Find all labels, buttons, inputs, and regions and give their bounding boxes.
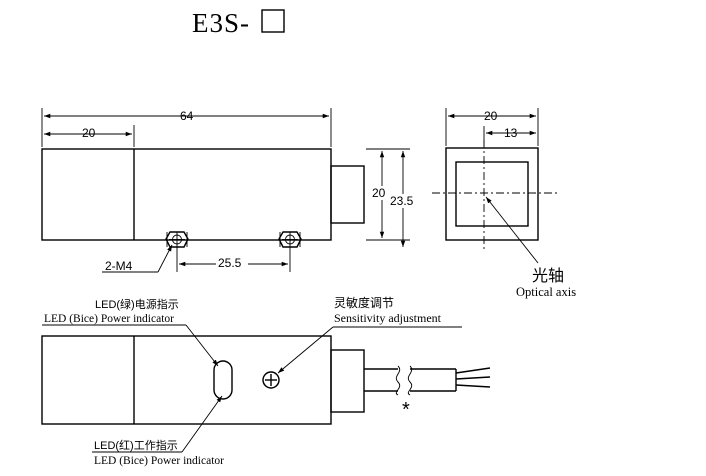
dim-head-length: 20: [82, 126, 96, 140]
top-body: [41, 335, 332, 425]
top-cable-cap: [330, 349, 365, 413]
sensitivity-screw: [262, 371, 280, 389]
cable-mark: *: [402, 399, 410, 421]
mount-hole-right: [278, 231, 302, 248]
model-suffix-box: [261, 9, 285, 33]
led-red-label-cn: LED(红)工作指示: [94, 438, 178, 452]
optical-axis-label-en: Optical axis: [516, 285, 576, 299]
end-view-outer: [445, 147, 539, 241]
optical-axis-leader: [485, 196, 539, 264]
cable-cap: [330, 165, 365, 224]
optical-axis-label-cn: 光轴: [532, 267, 564, 285]
dim-end-width: 20: [484, 109, 498, 123]
top-view: * LED(绿)电源指示 LED (Bice) Power indicator …: [41, 295, 491, 467]
sensitivity-label-cn: 灵敏度调节: [334, 295, 394, 310]
dim-hole-spacing: 25.5: [218, 256, 242, 270]
wire-2: [455, 376, 491, 380]
sensitivity-label-en: Sensitivity adjustment: [334, 311, 442, 325]
led-green-label-en: LED (Bice) Power indicator: [44, 313, 174, 325]
mount-holes-label: 2-M4: [105, 259, 133, 273]
end-view: 20 13 光轴 Optical axis: [432, 108, 576, 299]
wire-3: [455, 384, 491, 388]
dim-overall-length: 64: [180, 109, 194, 123]
dim-height-cap: 23.5: [390, 194, 414, 208]
led-green-label-cn: LED(绿)电源指示: [95, 297, 179, 311]
end-view-inner: [455, 161, 529, 227]
led-red-label-en: LED (Bice) Power indicator: [94, 455, 224, 467]
mount-hole-left: [165, 231, 189, 248]
side-view: 64 20 20 23.5: [41, 108, 418, 273]
wire-1: [455, 367, 491, 374]
dim-height: 20: [372, 186, 386, 200]
dim-end-offset: 13: [504, 126, 518, 140]
sensor-body: [41, 148, 332, 241]
model-title: E3S-: [192, 8, 250, 38]
led-window: [213, 360, 233, 400]
